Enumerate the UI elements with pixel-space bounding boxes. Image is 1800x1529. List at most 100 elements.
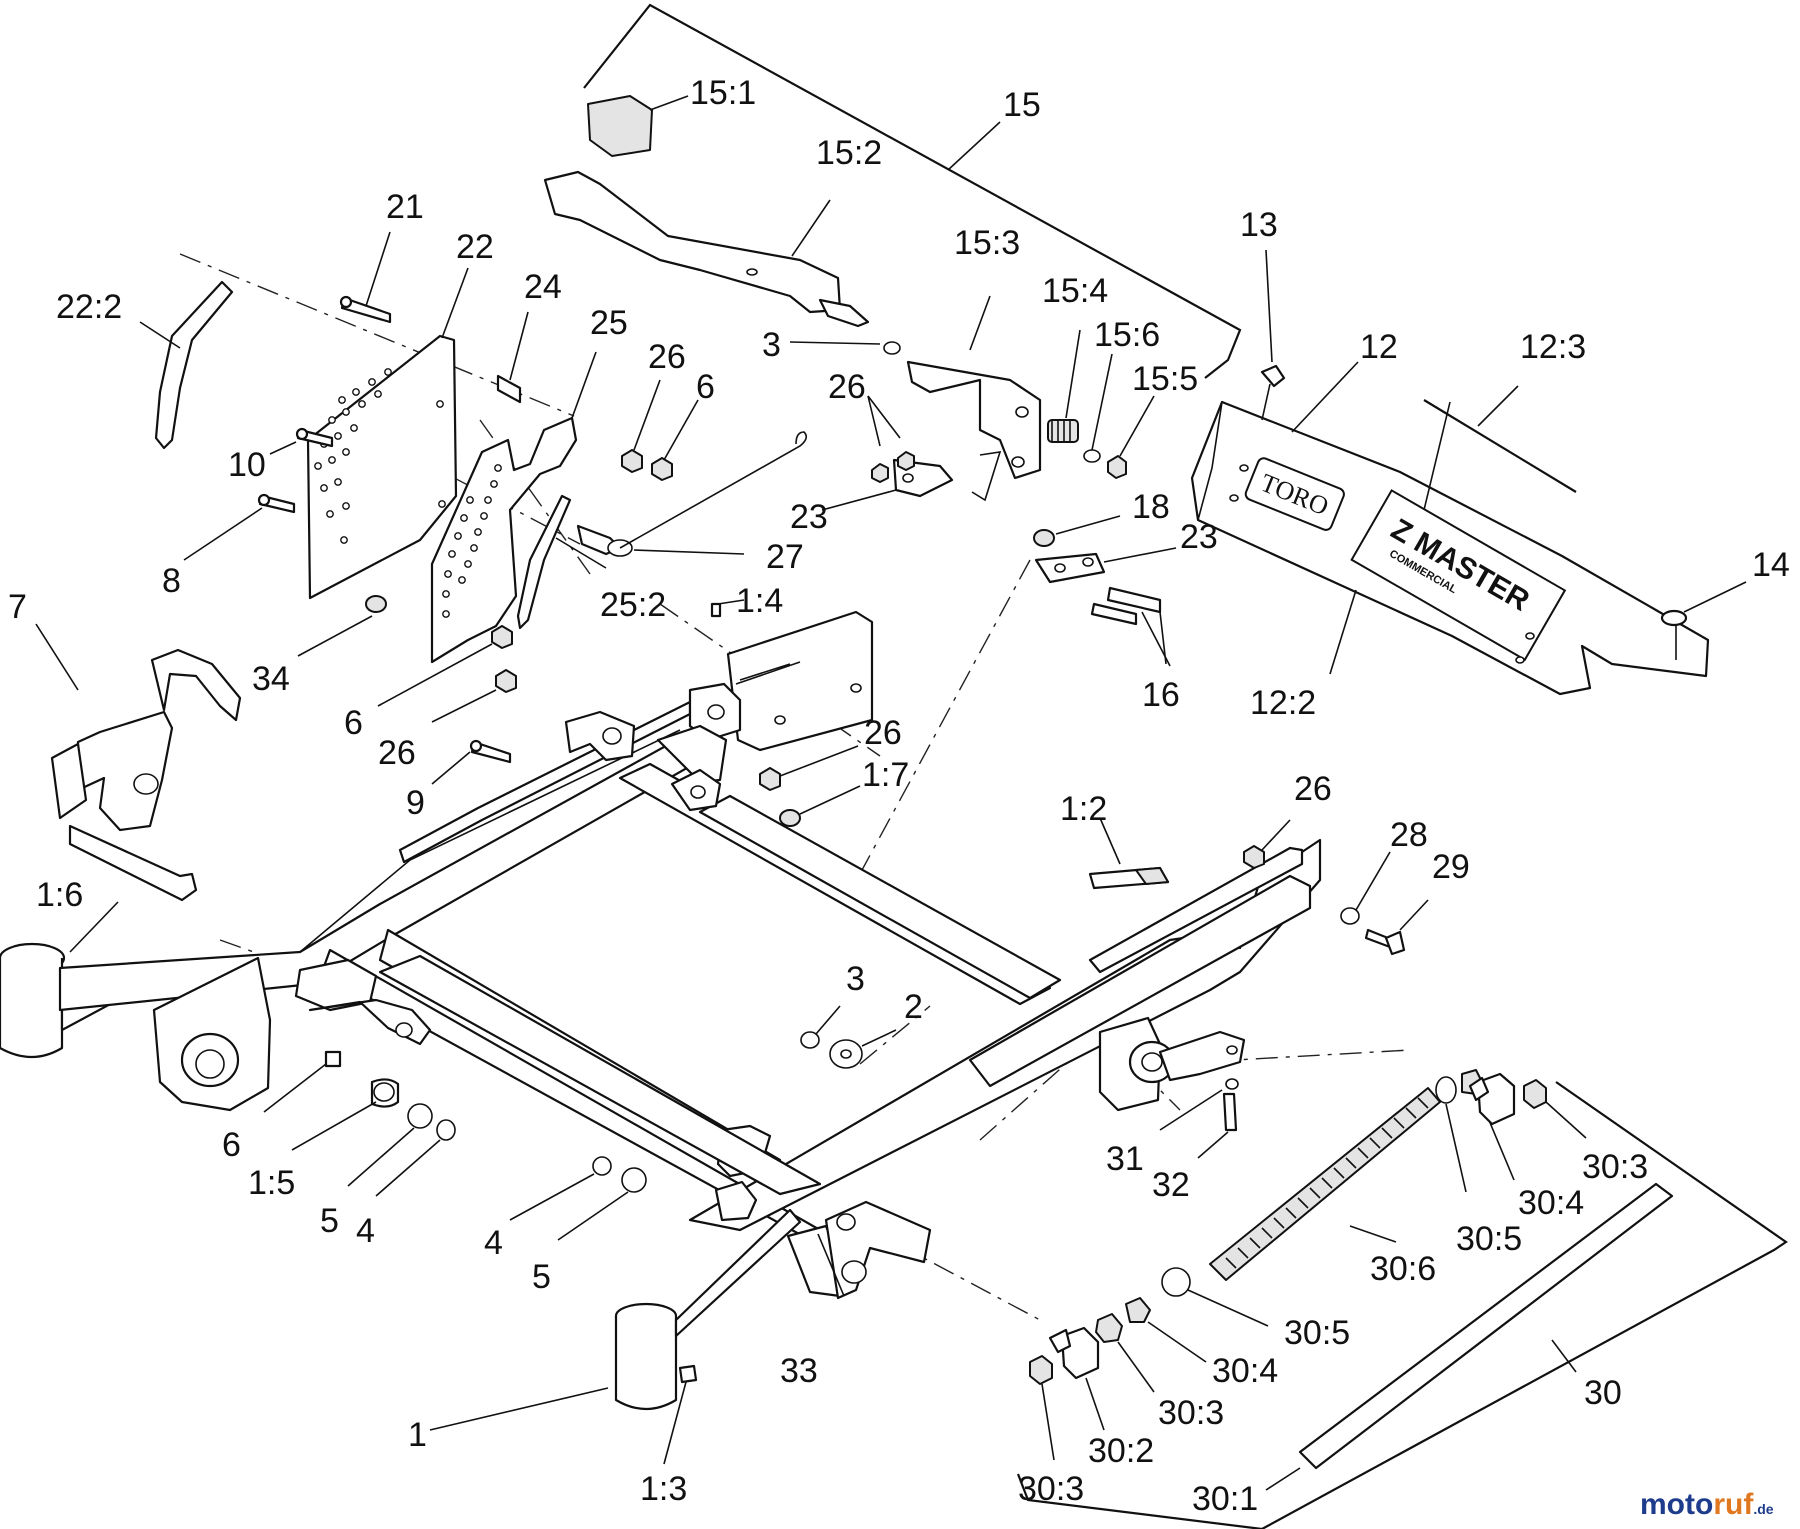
part-30-5-washer-upper	[1435, 1076, 1467, 1193]
label-25: 25	[590, 304, 628, 342]
part-13-pin	[1260, 249, 1286, 421]
label-18: 18	[1132, 488, 1170, 526]
label-10: 10	[228, 446, 266, 484]
part-6-fitting-left	[263, 1050, 342, 1113]
part-30-5-washer-lower	[1161, 1267, 1269, 1327]
label-14: 14	[1752, 546, 1790, 584]
label-30-5-a: 30:5	[1456, 1220, 1522, 1258]
part-23-link-upper	[821, 395, 954, 511]
part-15-6-washer	[1083, 353, 1113, 463]
label-25-2: 25:2	[600, 586, 666, 624]
part-30-3-nut-lower	[1029, 1355, 1055, 1461]
part-1-2-decal	[1088, 817, 1170, 890]
part-21-bolt	[339, 231, 392, 324]
part-12-3-decal	[1423, 385, 1577, 493]
part-14-knob	[1660, 581, 1747, 660]
label-1-5: 1:5	[248, 1164, 295, 1202]
label-6-b: 6	[344, 704, 363, 742]
label-22-2: 22:2	[56, 288, 122, 326]
label-1: 1	[408, 1416, 427, 1454]
part-7-lever	[35, 623, 242, 902]
part-33-pointer	[817, 1233, 845, 1297]
label-15: 15	[1003, 86, 1041, 124]
part-30-3-nut-lower-mid	[1095, 1313, 1155, 1393]
label-30-5-b: 30:5	[1284, 1314, 1350, 1352]
label-8: 8	[162, 562, 181, 600]
label-15-3: 15:3	[954, 224, 1020, 262]
part-1-mount-plate	[564, 610, 874, 812]
label-15-2: 15:2	[816, 134, 882, 172]
label-28: 28	[1390, 816, 1428, 854]
label-12-3: 12:3	[1520, 328, 1586, 366]
label-3-a: 3	[762, 326, 781, 364]
part-3-clip-upper	[789, 341, 901, 355]
label-5-b: 5	[532, 1258, 551, 1296]
svg-text:motoruf.de: motoruf.de	[1640, 1488, 1774, 1521]
part-32-bolt	[1197, 1092, 1238, 1159]
label-4-a: 4	[356, 1212, 375, 1250]
watermark-part-b: ruf	[1713, 1488, 1754, 1521]
label-13: 13	[1240, 206, 1278, 244]
label-16: 16	[1142, 676, 1180, 714]
part-15-4-spring	[1047, 329, 1081, 443]
label-30-4-a: 30:4	[1518, 1184, 1584, 1222]
label-7: 7	[8, 588, 27, 626]
part-22-2-strip	[139, 280, 234, 450]
part-1-5-bushing	[291, 1078, 400, 1151]
part-15-5-nut	[1107, 395, 1155, 479]
label-15-5: 15:5	[1132, 360, 1198, 398]
part-26-nut-mid	[431, 669, 517, 723]
part-1-pointer	[429, 1387, 609, 1431]
part-10-bolt	[269, 427, 334, 455]
part-1-main-frame	[0, 700, 1322, 1410]
label-9: 9	[406, 784, 425, 822]
label-30-3-b: 30:3	[1158, 1394, 1224, 1432]
label-32: 32	[1152, 1166, 1190, 1204]
label-3-b: 3	[846, 960, 865, 998]
callout-labels: 15:1 15 15:2 21 22 22:2 24 25 26 6 15:3 …	[8, 74, 1790, 1518]
part-28-washer	[1340, 851, 1391, 925]
label-15-4: 15:4	[1042, 272, 1108, 310]
bracket-15	[583, 3, 1242, 379]
part-24-spacer	[496, 311, 529, 404]
label-6-c: 6	[222, 1126, 241, 1164]
label-30-2: 30:2	[1088, 1432, 1154, 1470]
part-1-6-rod	[69, 901, 119, 953]
part-34-spacer	[297, 595, 387, 657]
label-1-7: 1:7	[862, 756, 909, 794]
label-30-3-c: 30:3	[1018, 1470, 1084, 1508]
part-25-2-strip	[516, 494, 607, 630]
label-1-6: 1:6	[36, 876, 83, 914]
label-31: 31	[1106, 1140, 1144, 1178]
label-23-a: 23	[790, 498, 828, 536]
watermark: motoruf.de	[1640, 1488, 1774, 1521]
part-26-6-nuts-upper	[621, 379, 699, 481]
part-16-bolts	[1090, 586, 1171, 667]
part-26-nut-lower	[759, 745, 859, 791]
label-33: 33	[780, 1352, 818, 1390]
watermark-part-c: .de	[1753, 1501, 1773, 1517]
part-18-spacer	[1033, 515, 1121, 547]
part-26-nut-right	[1243, 819, 1291, 869]
label-2: 2	[904, 988, 923, 1026]
part-1-7-spacer	[779, 785, 861, 827]
label-6-a: 6	[696, 368, 715, 406]
label-30-3-a: 30:3	[1582, 1148, 1648, 1186]
part-5-washer-mid	[557, 1167, 647, 1241]
label-30: 30	[1584, 1374, 1622, 1412]
label-30-6: 30:6	[1370, 1250, 1436, 1288]
label-23-b: 23	[1180, 518, 1218, 556]
label-1-4: 1:4	[736, 582, 783, 620]
part-23-link-lower	[1034, 547, 1177, 584]
label-26-e: 26	[1294, 770, 1332, 808]
part-8-bolt	[183, 493, 296, 561]
label-22: 22	[456, 228, 494, 266]
label-12: 12	[1360, 328, 1398, 366]
part-25-bracket	[430, 351, 597, 664]
label-15-6: 15:6	[1094, 316, 1160, 354]
part-1-4-fitting	[710, 599, 745, 618]
label-1-2: 1:2	[1060, 790, 1107, 828]
part-1-3-fitting	[663, 1364, 698, 1465]
